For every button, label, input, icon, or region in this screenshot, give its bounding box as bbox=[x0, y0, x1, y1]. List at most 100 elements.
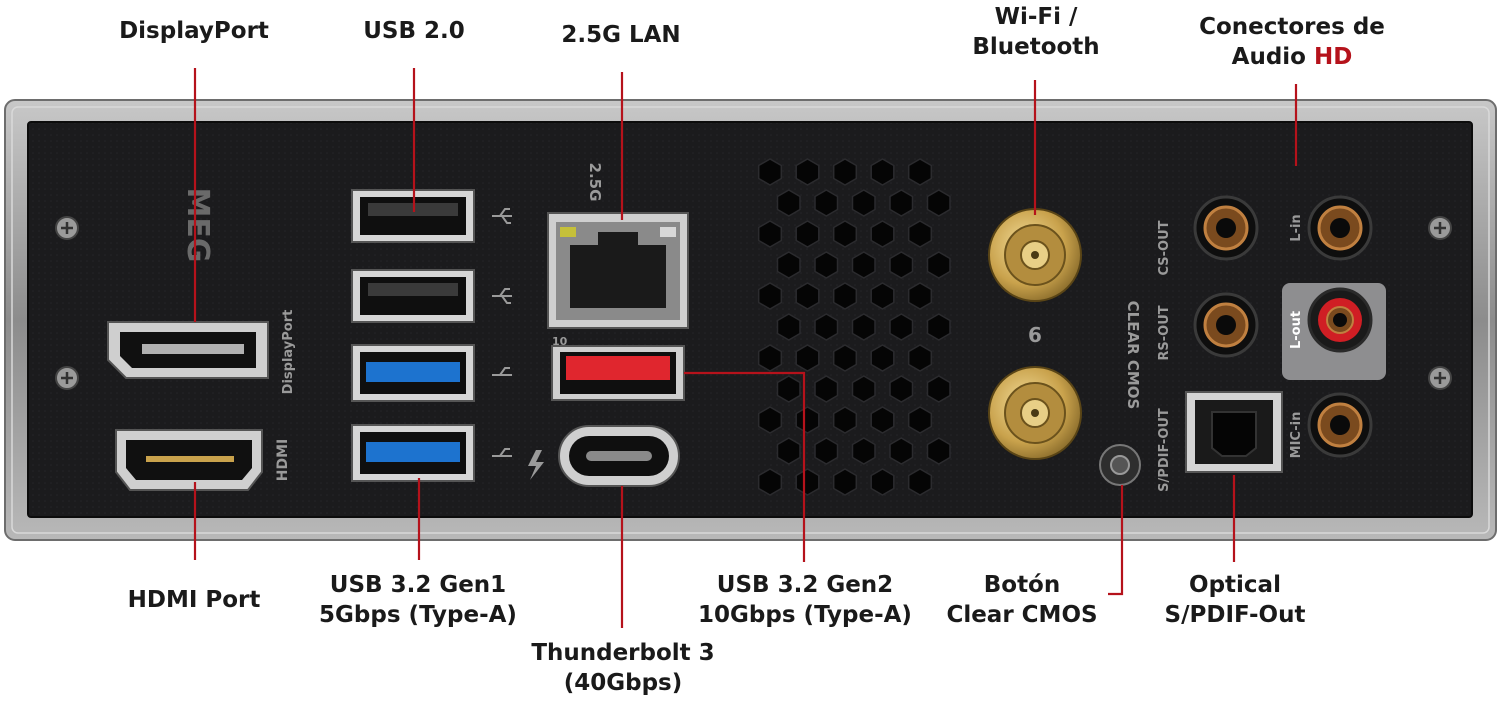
audio-jack-cs-out bbox=[1193, 195, 1259, 261]
vent-hole bbox=[795, 468, 820, 496]
vent-hole bbox=[926, 251, 951, 279]
vent-hole bbox=[832, 468, 858, 496]
usb3-gen1-port bbox=[351, 424, 475, 482]
vent-hole bbox=[870, 468, 895, 496]
vent-hole bbox=[870, 158, 895, 186]
vent-hole bbox=[907, 282, 933, 310]
vent-hole bbox=[795, 344, 820, 372]
vent-hole bbox=[795, 282, 820, 310]
vent-hole bbox=[889, 437, 914, 465]
label-lan: 2.5G LAN bbox=[561, 22, 681, 48]
label-clear-cmos: Botón Clear CMOS bbox=[946, 572, 1098, 628]
vent-hole bbox=[814, 375, 839, 403]
vent-hole bbox=[795, 220, 820, 248]
vent-hole bbox=[851, 375, 876, 403]
spdif-out-silk: S/PDIF-OUT bbox=[1157, 408, 1172, 492]
vent-hole bbox=[907, 158, 933, 186]
label-hdmi: HDMI Port bbox=[127, 587, 261, 613]
wifi-antenna-connector bbox=[988, 366, 1082, 460]
thunderbolt-icon bbox=[528, 450, 544, 480]
clear-cmos-button bbox=[1099, 444, 1141, 486]
vent-hole bbox=[926, 375, 951, 403]
optical-spdif-port bbox=[1185, 391, 1283, 473]
vent-hole bbox=[776, 375, 801, 403]
brand-text: MEG bbox=[180, 188, 215, 263]
vent-hole bbox=[795, 158, 820, 186]
audio-jack-rs-out bbox=[1193, 292, 1259, 358]
hdmi-silk: HDMI bbox=[275, 439, 291, 481]
vent-hole bbox=[757, 220, 783, 248]
vent-hole bbox=[757, 282, 783, 310]
vent-hole bbox=[907, 344, 933, 372]
usb-icon bbox=[492, 208, 512, 304]
vent-hole bbox=[795, 406, 820, 434]
leader-lines bbox=[193, 68, 1298, 628]
vent-hole bbox=[814, 437, 839, 465]
vent-hole bbox=[832, 344, 858, 372]
leader-cmos bbox=[1108, 485, 1124, 596]
label-usb32-gen2: USB 3.2 Gen2 10Gbps (Type-A) bbox=[698, 572, 912, 628]
vent-hole bbox=[776, 189, 801, 217]
label-audio-hd: Conectores de Audio HD bbox=[1199, 14, 1385, 70]
line-in-silk: L-in bbox=[1289, 214, 1304, 241]
vent-hole bbox=[851, 251, 876, 279]
vent-hole bbox=[832, 158, 858, 186]
usb3-gen1-port bbox=[351, 344, 475, 402]
screw-icon bbox=[55, 216, 79, 240]
vent-hole bbox=[889, 189, 914, 217]
leader-usb-gen2 bbox=[684, 371, 806, 562]
usb2-port bbox=[351, 269, 475, 323]
vent-hole bbox=[889, 251, 914, 279]
wifi-antenna-connector bbox=[988, 208, 1082, 302]
label-thunderbolt3: Thunderbolt 3 (40Gbps) bbox=[531, 640, 715, 696]
vent-hole bbox=[851, 313, 876, 341]
cs-out-silk: CS-OUT bbox=[1157, 220, 1172, 275]
audio-jack-mic-in bbox=[1307, 392, 1373, 458]
vent-hole bbox=[907, 220, 933, 248]
label-wifi-bluetooth: Wi-Fi / Bluetooth bbox=[972, 4, 1100, 60]
screw-icon bbox=[1428, 216, 1452, 240]
vent-hole bbox=[776, 437, 801, 465]
vent-hole bbox=[907, 406, 933, 434]
vent-hole bbox=[870, 344, 895, 372]
clear-cmos-silk: CLEAR CMOS bbox=[1124, 301, 1142, 410]
screw-icon bbox=[55, 366, 79, 390]
lan-port bbox=[547, 212, 689, 329]
vent-hole bbox=[926, 313, 951, 341]
vent-hole bbox=[870, 220, 895, 248]
vent-hole bbox=[926, 437, 951, 465]
vent-hole bbox=[926, 189, 951, 217]
hdmi-connector bbox=[115, 429, 263, 491]
vent-hole bbox=[870, 406, 895, 434]
mic-in-silk: MIC-in bbox=[1289, 412, 1304, 459]
vent-hole bbox=[814, 189, 839, 217]
vent-hole bbox=[776, 313, 801, 341]
vent-hole bbox=[832, 220, 858, 248]
vent-hole bbox=[851, 189, 876, 217]
rs-out-silk: RS-OUT bbox=[1157, 305, 1172, 360]
vent-hole bbox=[832, 282, 858, 310]
vent-hole bbox=[889, 313, 914, 341]
vent-hole bbox=[757, 158, 783, 186]
thunderbolt3-port bbox=[558, 425, 680, 487]
ventilation-grill bbox=[757, 158, 951, 496]
vent-hole bbox=[889, 375, 914, 403]
label-displayport: DisplayPort bbox=[119, 18, 269, 44]
vent-hole bbox=[814, 251, 839, 279]
vent-hole bbox=[757, 344, 783, 372]
label-usb20: USB 2.0 bbox=[363, 18, 465, 44]
vent-hole bbox=[757, 406, 783, 434]
screw-icon bbox=[1428, 366, 1452, 390]
displayport-connector bbox=[107, 321, 269, 379]
vent-hole bbox=[832, 406, 858, 434]
line-out-silk: L-out bbox=[1289, 311, 1304, 349]
wifi6-silk: 6 bbox=[1028, 323, 1042, 347]
label-usb32-gen1: USB 3.2 Gen1 5Gbps (Type-A) bbox=[319, 572, 517, 628]
vent-hole bbox=[870, 282, 895, 310]
lan-silk: 2.5G bbox=[586, 163, 604, 202]
audio-jack-line-out bbox=[1307, 287, 1373, 353]
usb3-icon bbox=[492, 367, 512, 457]
displayport-silk: DisplayPort bbox=[281, 310, 296, 395]
